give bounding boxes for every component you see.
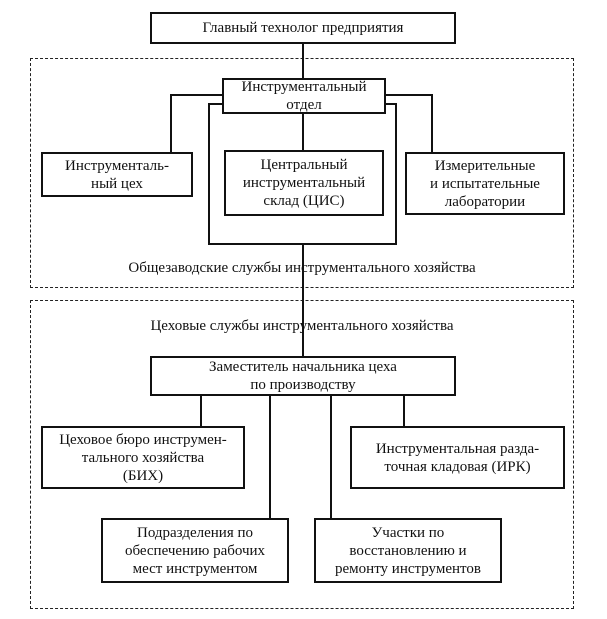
central-warehouse-box: Центральный инструментальный склад (ЦИС)	[224, 150, 384, 216]
line-dept-to-labs	[386, 94, 433, 152]
deputy-head-box: Заместитель начальника цеха по производс…	[150, 356, 456, 396]
workplace-units-label: Подразделения по обеспечению рабочих мес…	[124, 524, 266, 577]
workplace-units-box: Подразделения по обеспечению рабочих мес…	[101, 518, 289, 583]
distribution-pantry-label: Инструментальная разда- точная кладовая …	[375, 440, 540, 475]
repair-sections-box: Участки по восстановлению и ремонту инст…	[314, 518, 502, 583]
shop-bureau-box: Цеховое бюро инструмен- тального хозяйст…	[41, 426, 245, 489]
shop-level-caption: Цеховые службы инструментального хозяйст…	[150, 318, 454, 334]
central-warehouse-label: Центральный инструментальный склад (ЦИС)	[242, 157, 366, 209]
tool-department-label: Инструментальный отдел	[241, 79, 367, 113]
tool-department-box: Инструментальный отдел	[222, 78, 386, 114]
deputy-head-label: Заместитель начальника цеха по производс…	[209, 359, 397, 393]
plant-level-caption: Общезаводские службы инструментального х…	[128, 260, 476, 276]
distribution-pantry-box: Инструментальная разда- точная кладовая …	[350, 426, 565, 489]
tool-shop-label: Инструменталь- ный цех	[65, 157, 169, 192]
chief-technologist-box: Главный технолог предприятия	[150, 12, 456, 44]
line-dept-to-shop	[170, 94, 222, 152]
labs-label: Измерительные и испытательные лаборатори…	[430, 157, 540, 210]
shop-bureau-label: Цеховое бюро инструмен- тального хозяйст…	[59, 431, 227, 484]
tool-shop-box: Инструменталь- ный цех	[41, 152, 193, 197]
repair-sections-label: Участки по восстановлению и ремонту инст…	[335, 524, 481, 577]
chief-technologist-label: Главный технолог предприятия	[202, 20, 404, 36]
labs-box: Измерительные и испытательные лаборатори…	[405, 152, 565, 215]
